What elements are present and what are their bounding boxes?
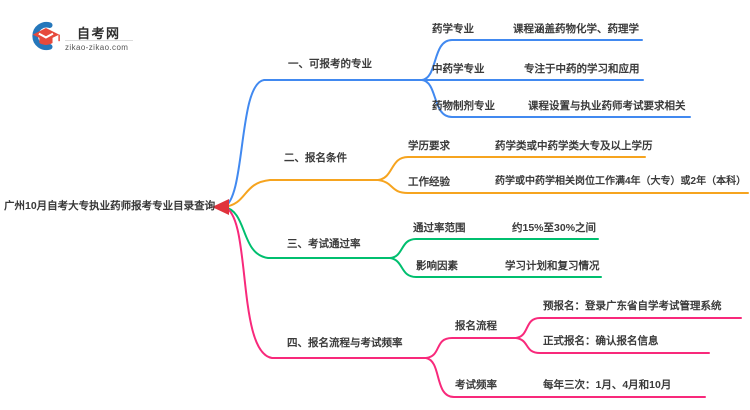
zikao-logo-icon bbox=[32, 21, 60, 51]
branch-1-child-3-desc: 课程设置与执业药师考试要求相关 bbox=[528, 100, 686, 112]
branch-2-child-2-desc: 药学或中药学相关岗位工作满4年（大专）或2年（本科） bbox=[495, 176, 747, 187]
logo-domain: zikao-zikao.com bbox=[65, 43, 129, 52]
branch-4-child-2-label: 考试频率 bbox=[455, 379, 497, 391]
branch-2-line bbox=[223, 179, 379, 208]
branch-3-child-1-desc: 约15%至30%之间 bbox=[512, 222, 597, 234]
branch-1-child-1-desc: 课程涵盖药物化学、药理学 bbox=[513, 23, 639, 35]
branch-1-child-1-underline bbox=[421, 39, 643, 81]
branch-4-sub-2-underline bbox=[515, 337, 710, 354]
branch-2-child-2-underline bbox=[377, 179, 749, 194]
center-marker-icon bbox=[212, 199, 229, 215]
branch-1-child-3-label: 药物制剂专业 bbox=[432, 100, 495, 112]
branch-4-line bbox=[223, 206, 427, 359]
branch-2-label: 二、报名条件 bbox=[284, 152, 347, 164]
branch-1-child-2-label: 中药学专业 bbox=[432, 63, 485, 75]
branch-2-child-2-label: 工作经验 bbox=[408, 176, 450, 188]
logo-divider bbox=[65, 40, 133, 41]
branch-3-child-1-underline bbox=[389, 238, 599, 259]
branch-4-child-1-underline bbox=[425, 337, 517, 359]
branch-1-child-3-underline bbox=[421, 79, 691, 118]
branch-3-line bbox=[223, 206, 391, 259]
branch-4-sub-1-desc: 预报名：登录广东省自学考试管理系统 bbox=[543, 300, 722, 312]
branch-3-child-2-label: 影响因素 bbox=[416, 260, 458, 272]
logo-title: 自考网 bbox=[77, 26, 121, 41]
branch-2-child-1-underline bbox=[377, 156, 646, 181]
branch-1-line bbox=[223, 79, 644, 208]
branch-3-child-2-desc: 学习计划和复习情况 bbox=[505, 260, 600, 272]
branch-4-label: 四、报名流程与考试频率 bbox=[287, 337, 403, 349]
branch-1-label: 一、可报考的专业 bbox=[288, 58, 372, 70]
central-topic: 广州10月自考大专执业药师报考专业目录查询 bbox=[4, 200, 216, 212]
branch-2-child-1-desc: 药学类或中药学类大专及以上学历 bbox=[495, 140, 653, 152]
branch-4-sub-1-underline bbox=[515, 317, 742, 339]
branch-3-child-2-underline bbox=[389, 257, 602, 278]
branch-2-child-1-label: 学历要求 bbox=[408, 140, 450, 152]
branch-3-label: 三、考试通过率 bbox=[287, 238, 361, 250]
branch-1-child-2-desc: 专注于中药的学习和应用 bbox=[524, 63, 640, 75]
branch-3-child-1-label: 通过率范围 bbox=[413, 222, 466, 234]
branch-4-child-1-label: 报名流程 bbox=[455, 320, 497, 332]
branch-1-child-1-label: 药学专业 bbox=[432, 23, 474, 35]
branch-4-sub-2-desc: 正式报名：确认报名信息 bbox=[543, 335, 659, 347]
branch-4-sub-3-desc: 每年三次：1月、4月和10月 bbox=[543, 379, 672, 391]
branch-4-child-2-underline bbox=[425, 357, 706, 398]
